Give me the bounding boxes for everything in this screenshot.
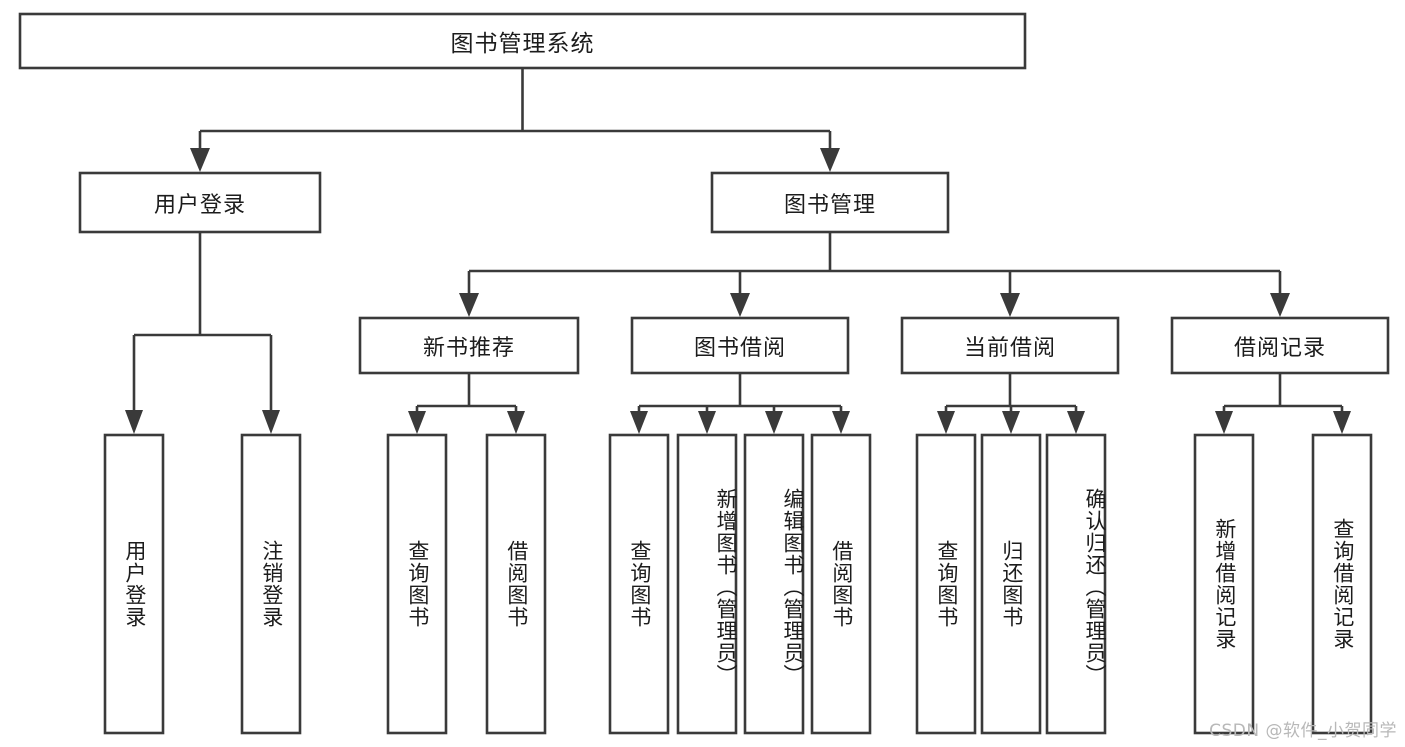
arrowhead-current-borrow (1000, 293, 1020, 317)
node-box-leaf-add-borrow-record[interactable] (1193, 433, 1255, 735)
arrowhead-user-login (190, 148, 210, 172)
connector-group-book-borrow (630, 373, 850, 434)
node-box-leaf-edit-book-admin[interactable] (743, 433, 805, 735)
node-box-new-book-recommend[interactable] (358, 316, 580, 375)
arrowhead-book-management (820, 148, 840, 172)
arrowhead-leaf-confirm-return-admin (1067, 411, 1085, 434)
connector-group-root (190, 68, 840, 172)
node-box-leaf-query-borrow-record[interactable] (1311, 433, 1373, 735)
arrowhead-leaf-edit-book-admin (765, 411, 783, 434)
node-box-leaf-query-book-current[interactable] (915, 433, 977, 735)
arrowhead-borrow-record (1270, 293, 1290, 317)
arrowhead-new-book-recommend (459, 293, 479, 317)
arrowhead-leaf-query-book-borrow (630, 411, 648, 434)
node-box-leaf-add-book-admin[interactable] (676, 433, 738, 735)
connector-group-borrow-record (1215, 373, 1351, 434)
node-box-borrow-record[interactable] (1170, 316, 1390, 375)
connector-group-user-login (125, 232, 280, 434)
arrowhead-leaf-add-book-admin (698, 411, 716, 434)
node-box-book-management[interactable] (710, 171, 950, 234)
connector-group-new-book-recommend (408, 373, 525, 434)
node-box-leaf-return-book[interactable] (980, 433, 1042, 735)
arrowhead-leaf-query-borrow-record (1333, 411, 1351, 434)
node-box-leaf-query-book-rec[interactable] (386, 433, 448, 735)
arrowhead-leaf-return-book (1002, 411, 1020, 434)
connector-group-book-management (459, 232, 1290, 317)
node-box-leaf-query-book-borrow[interactable] (608, 433, 670, 735)
connector-group-current-borrow (937, 373, 1085, 434)
node-box-leaf-borrow-book-rec[interactable] (485, 433, 547, 735)
node-box-leaf-borrow-book[interactable] (810, 433, 872, 735)
node-box-leaf-confirm-return-admin[interactable] (1045, 433, 1107, 735)
node-box-current-borrow[interactable] (900, 316, 1120, 375)
arrowhead-leaf-user-login (125, 410, 143, 434)
arrowhead-leaf-borrow-book (832, 411, 850, 434)
node-box-leaf-logout[interactable] (240, 433, 302, 735)
arrowhead-book-borrow (730, 293, 750, 317)
node-box-book-borrow[interactable] (630, 316, 850, 375)
arrowhead-leaf-borrow-book-rec (507, 411, 525, 434)
arrowhead-leaf-query-book-rec (408, 411, 426, 434)
node-box-leaf-user-login[interactable] (103, 433, 165, 735)
arrowhead-leaf-add-borrow-record (1215, 411, 1233, 434)
node-box-user-login[interactable] (78, 171, 322, 234)
arrowhead-leaf-logout (262, 410, 280, 434)
node-box-root[interactable] (18, 12, 1027, 70)
arrowhead-leaf-query-book-current (937, 411, 955, 434)
